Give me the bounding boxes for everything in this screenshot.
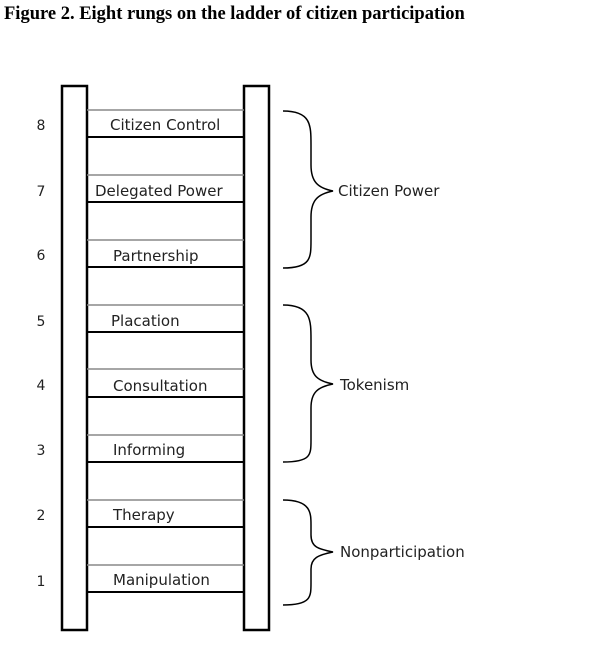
rung-label: Citizen Control: [110, 116, 220, 134]
brace-citizen-power: [282, 110, 334, 269]
rung-number: 1: [37, 574, 46, 590]
brace-nonparticipation: [282, 499, 334, 606]
rung-3: 3 Informing: [37, 434, 244, 463]
rung-number: 2: [37, 508, 46, 524]
rung-number: 5: [37, 314, 46, 330]
ladder-right-rail: [242, 84, 271, 632]
rung-5: 5 Placation: [37, 304, 244, 333]
rung-number: 6: [37, 248, 46, 264]
rung-6: 6 Partnership: [37, 239, 244, 268]
rung-label: Consultation: [113, 377, 207, 395]
ladder-left-rail: [60, 84, 89, 632]
rung-4: 4 Consultation: [37, 368, 244, 398]
figure-title: Figure 2. Eight rungs on the ladder of c…: [4, 4, 465, 24]
rung-8: 8 Citizen Control: [37, 109, 244, 138]
rung-number: 3: [37, 443, 46, 459]
rung-label: Partnership: [113, 247, 199, 265]
rung-2: 2 Therapy: [37, 499, 244, 528]
group-label-citizen-power: Citizen Power: [338, 182, 440, 200]
rung-7: 7 Delegated Power: [37, 174, 244, 203]
brace-tokenism: [282, 304, 334, 463]
rung-label: Informing: [113, 441, 185, 459]
rung-label: Therapy: [112, 506, 175, 524]
rung-number: 7: [37, 184, 46, 200]
group-label-nonparticipation: Nonparticipation: [340, 543, 465, 561]
group-label-tokenism: Tokenism: [339, 376, 409, 394]
rung-label: Delegated Power: [95, 182, 223, 200]
rung-label: Placation: [111, 312, 180, 330]
rung-number: 8: [37, 118, 46, 134]
rung-number: 4: [37, 378, 46, 394]
rung-1: 1 Manipulation: [37, 564, 244, 593]
rung-label: Manipulation: [113, 571, 210, 589]
